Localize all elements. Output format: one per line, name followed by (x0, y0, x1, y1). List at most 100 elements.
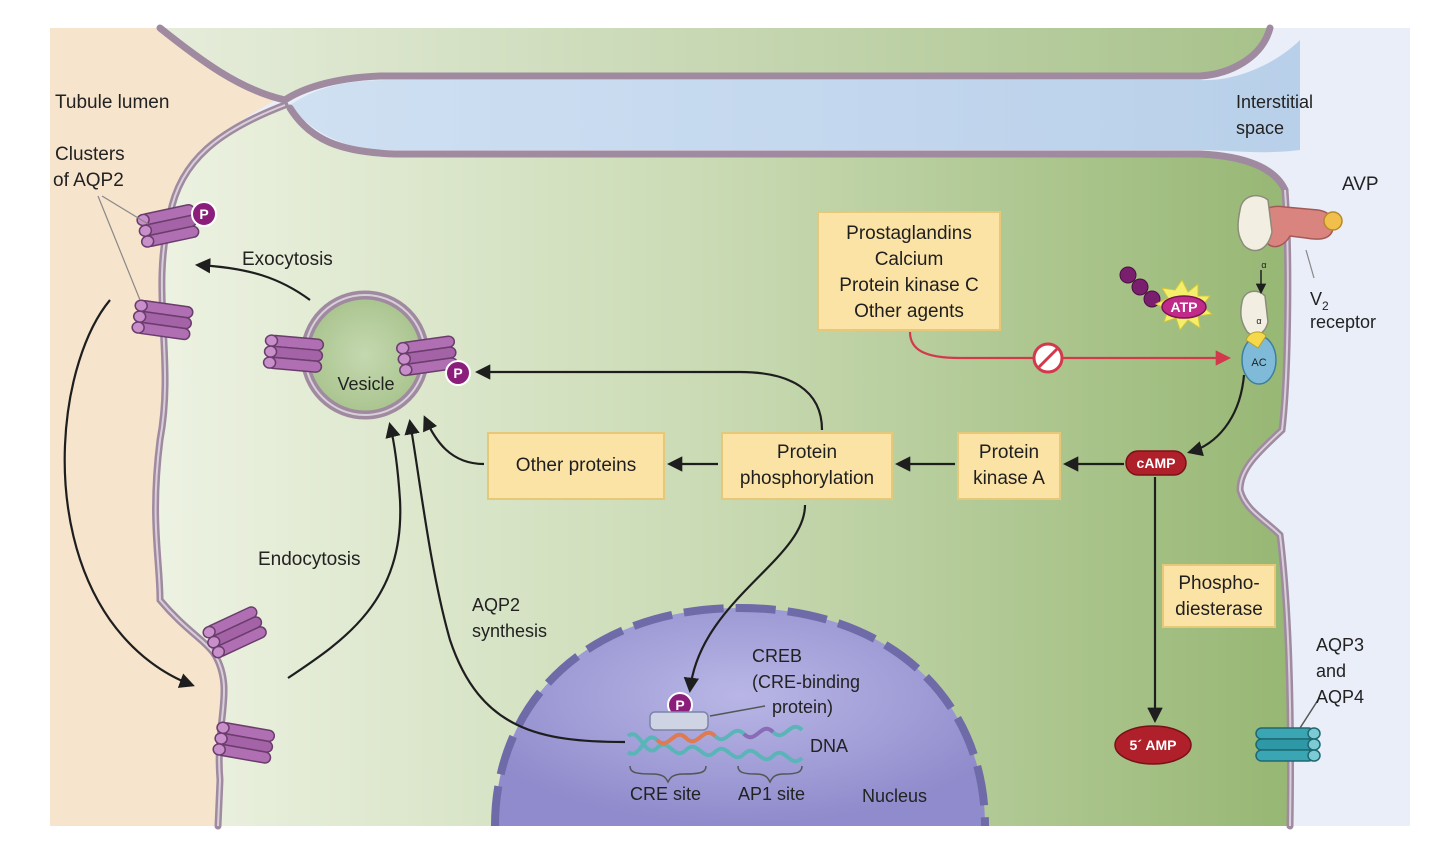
inhibitors-box: Prostaglandins Calcium Protein kinase C … (817, 211, 1001, 331)
membrane-recycling-arrow (63, 299, 195, 688)
other-proteins-box: Other proteins (487, 432, 665, 500)
aqp34-pointer-line (1299, 699, 1319, 729)
aqp34-label-line3: AQP4 (1316, 687, 1364, 707)
camp-pill: cAMP (1125, 450, 1187, 476)
atp-phosphate-3 (1143, 290, 1161, 308)
basolateral-membrane-highlight (1238, 189, 1292, 827)
svg-text:α: α (1256, 316, 1261, 326)
exocytosis-label: Exocytosis (242, 249, 333, 270)
svg-text:Other agents: Other agents (854, 301, 964, 322)
g-protein-alpha (1240, 290, 1269, 336)
other-proteins-box-bg (487, 432, 665, 500)
pathway-arrows (63, 258, 1246, 744)
ac-to-camp-arrow (1187, 374, 1246, 457)
clusters-label-line2: of AQP2 (53, 170, 124, 191)
phosphodiesterase-box-bg (1162, 564, 1276, 628)
svg-text:kinase A: kinase A (973, 468, 1045, 489)
camp-pill-bg (1125, 450, 1187, 476)
creb-dna-complex (626, 705, 804, 784)
apical-membrane-highlight (154, 104, 286, 827)
nucleus-label: Nucleus (862, 786, 927, 806)
ap1-site-label: AP1 site (738, 784, 805, 804)
dna-helix (626, 724, 804, 764)
atp-phosphate-1 (1119, 266, 1137, 284)
svg-text:Protein kinase C: Protein kinase C (839, 275, 978, 296)
inhibition-arrow (908, 331, 1232, 366)
aqp2-synthesis-arrow (404, 418, 626, 744)
interstitial-label-line2: space (1236, 118, 1284, 138)
svg-text:Protein: Protein (777, 442, 837, 463)
svg-text:diesterase: diesterase (1175, 599, 1263, 620)
cre-site-label: CRE site (630, 784, 701, 804)
v2-receptor-label-line2: receptor (1310, 312, 1376, 332)
svg-text:Protein: Protein (979, 442, 1039, 463)
svg-text:P: P (675, 697, 684, 713)
aqp34-label-line1: AQP3 (1316, 635, 1364, 655)
avp-label: AVP (1342, 174, 1379, 195)
creb-protein (649, 711, 709, 731)
lateral-membrane-top (156, 24, 1274, 104)
svg-text:5´ AMP: 5´ AMP (1130, 737, 1177, 753)
dna-label: DNA (810, 736, 848, 756)
creb-label-line1: CREB (752, 646, 802, 666)
v2-receptor-complex: α α AC (1237, 194, 1343, 385)
v2-pointer-line (1305, 249, 1315, 279)
upper-cell-region (160, 28, 1270, 100)
svg-text:cAMP: cAMP (1137, 455, 1176, 471)
atp-phosphate-2 (1131, 278, 1149, 296)
svg-text:Prostaglandins: Prostaglandins (846, 223, 972, 244)
phosphorylation-to-creb-arrow (683, 504, 807, 694)
vesicle-label: Vesicle (337, 374, 394, 394)
svg-text:P: P (453, 365, 462, 381)
dna-strand-1 (626, 732, 804, 764)
protein-phosphorylation-box-bg (721, 432, 893, 500)
tubule-lumen-label: Tubule lumen (55, 92, 169, 113)
phosphate-icon: P (191, 201, 217, 227)
phosphate-icon: P (667, 692, 693, 718)
clusters-pointer-lines (97, 195, 1315, 301)
membrane-highlights (154, 104, 1292, 827)
svg-text:P: P (199, 206, 208, 222)
aqp3-aqp4-channel (1255, 727, 1321, 762)
clusters-pointer-1 (101, 195, 149, 225)
inhibitors-box-bg (817, 211, 1001, 331)
svg-text:ATP: ATP (1171, 299, 1198, 315)
aqp2-vesicle-left (262, 333, 325, 374)
clusters-label-line1: Clusters (55, 144, 125, 165)
exocytosis-arrow (194, 258, 311, 301)
svg-text:Phospho-: Phospho- (1178, 573, 1259, 594)
phosphate-icon: P (445, 360, 471, 386)
basolateral-channel (290, 40, 1300, 153)
lateral-membrane-bottom (286, 104, 1289, 194)
atp-pill (1161, 295, 1207, 319)
svg-text:Other proteins: Other proteins (516, 455, 636, 476)
v2-receptor-label-line1: V2 (1310, 289, 1329, 313)
atp-molecule: ATP (1119, 266, 1214, 332)
svg-text:AC: AC (1251, 357, 1266, 369)
phosphodiesterase-box: Phospho- diesterase (1162, 564, 1276, 628)
svg-text:α: α (1261, 260, 1266, 270)
text-labels: Tubule lumen Clusters of AQP2 Exocytosis… (53, 92, 1379, 806)
cre-strand-highlight (655, 730, 717, 746)
amp5-pill-bg (1114, 725, 1192, 765)
creb-label-line3: protein) (772, 697, 833, 717)
interstitial-label-line1: Interstitial (1236, 92, 1313, 112)
creb-label-line2: (CRE-binding (752, 672, 860, 692)
aqp2-synthesis-label-line2: synthesis (472, 621, 547, 641)
avp-ligand (1323, 211, 1343, 231)
creb-pointer-line (709, 705, 766, 717)
inhibit-icon (1032, 342, 1064, 374)
protein-kinase-a-box-bg (957, 432, 1061, 500)
aqp2-cluster-membrane-2 (130, 298, 195, 341)
aqp2-synthesis-label-line1: AQP2 (472, 595, 520, 615)
g-protein-top (1237, 194, 1273, 252)
cre-site-bracket (629, 765, 707, 784)
ap1-strand-highlight (742, 726, 775, 740)
endocytosis-arrow (287, 422, 402, 679)
aqp34-label-line2: and (1316, 661, 1346, 681)
svg-text:Calcium: Calcium (875, 249, 944, 270)
nuclear-envelope (491, 603, 989, 827)
phosphate-badges: P P P (191, 201, 693, 718)
protein-phosphorylation-box: Protein phosphorylation (721, 432, 893, 500)
phosphorylation-to-vesicle-arrow (474, 364, 824, 431)
